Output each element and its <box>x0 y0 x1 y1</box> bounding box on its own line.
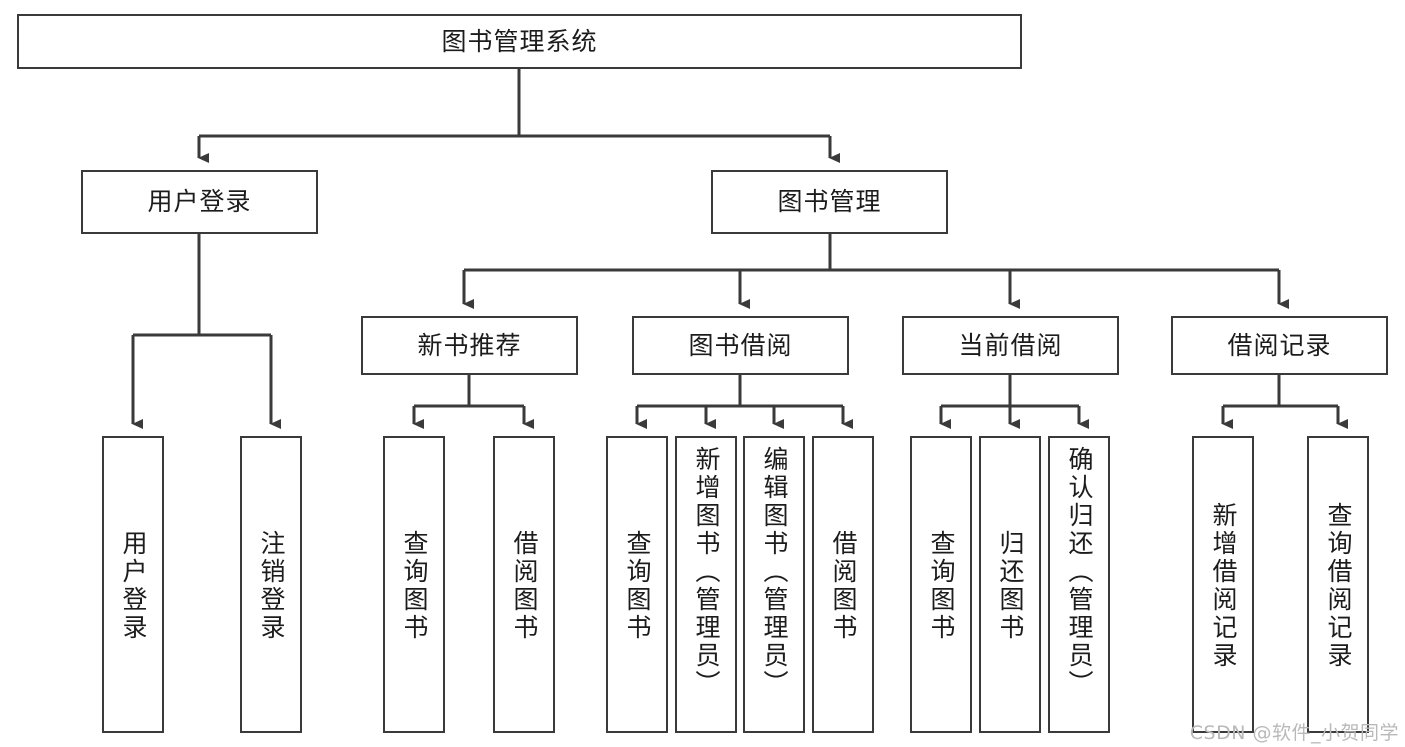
node-label: 查询图书 <box>623 529 652 642</box>
leaf-add-record[interactable]: 新增借阅记录 <box>1192 436 1254 733</box>
node-label: 借阅记录 <box>1227 330 1332 360</box>
node-book-borrow[interactable]: 图书借阅 <box>632 316 849 375</box>
node-label: 用户登录 <box>119 529 148 642</box>
leaf-user-login[interactable]: 用户登录 <box>102 436 164 733</box>
node-label: 查询借阅记录 <box>1324 501 1353 670</box>
node-label: 借阅图书 <box>510 529 539 642</box>
node-borrow-record[interactable]: 借阅记录 <box>1171 316 1388 375</box>
node-root-book-management-system[interactable]: 图书管理系统 <box>17 14 1022 69</box>
node-label: 用户登录 <box>147 187 252 217</box>
node-book-manage[interactable]: 图书管理 <box>711 170 948 234</box>
node-label: 图书借阅 <box>688 330 793 360</box>
node-new-book-recommend[interactable]: 新书推荐 <box>361 316 578 375</box>
node-label: 新增借阅记录 <box>1209 501 1238 670</box>
node-label: 注销登录 <box>257 529 286 642</box>
node-label: 新书推荐 <box>417 330 522 360</box>
node-label: 查询图书 <box>400 529 429 642</box>
leaf-edit-book[interactable]: 编辑图书（管理员） <box>743 436 805 733</box>
leaf-borrow-book-2[interactable]: 借阅图书 <box>812 436 874 733</box>
leaf-borrow-book-1[interactable]: 借阅图书 <box>493 436 555 733</box>
node-label: 图书管理 <box>777 187 882 217</box>
node-label: 查询图书 <box>927 529 956 642</box>
leaf-return-book[interactable]: 归还图书 <box>979 436 1041 733</box>
node-label: 借阅图书 <box>829 529 858 642</box>
leaf-add-book[interactable]: 新增图书（管理员） <box>675 436 737 733</box>
leaf-query-book-3[interactable]: 查询图书 <box>910 436 972 733</box>
leaf-query-book-1[interactable]: 查询图书 <box>383 436 445 733</box>
watermark: CSDN @软件_小贺同学 <box>1189 722 1399 744</box>
node-current-borrow[interactable]: 当前借阅 <box>902 316 1119 375</box>
node-label: 图书管理系统 <box>441 26 598 56</box>
leaf-query-record[interactable]: 查询借阅记录 <box>1307 436 1369 733</box>
leaf-logout-login[interactable]: 注销登录 <box>240 436 302 733</box>
node-user-login[interactable]: 用户登录 <box>81 170 318 234</box>
node-label: 新增图书（管理员） <box>692 446 721 698</box>
node-label: 当前借阅 <box>958 330 1063 360</box>
leaf-confirm-return[interactable]: 确认归还（管理员） <box>1048 436 1110 733</box>
node-label: 确认归还（管理员） <box>1065 446 1094 698</box>
leaf-query-book-2[interactable]: 查询图书 <box>606 436 668 733</box>
node-label: 归还图书 <box>996 529 1025 642</box>
node-label: 编辑图书（管理员） <box>760 446 789 698</box>
